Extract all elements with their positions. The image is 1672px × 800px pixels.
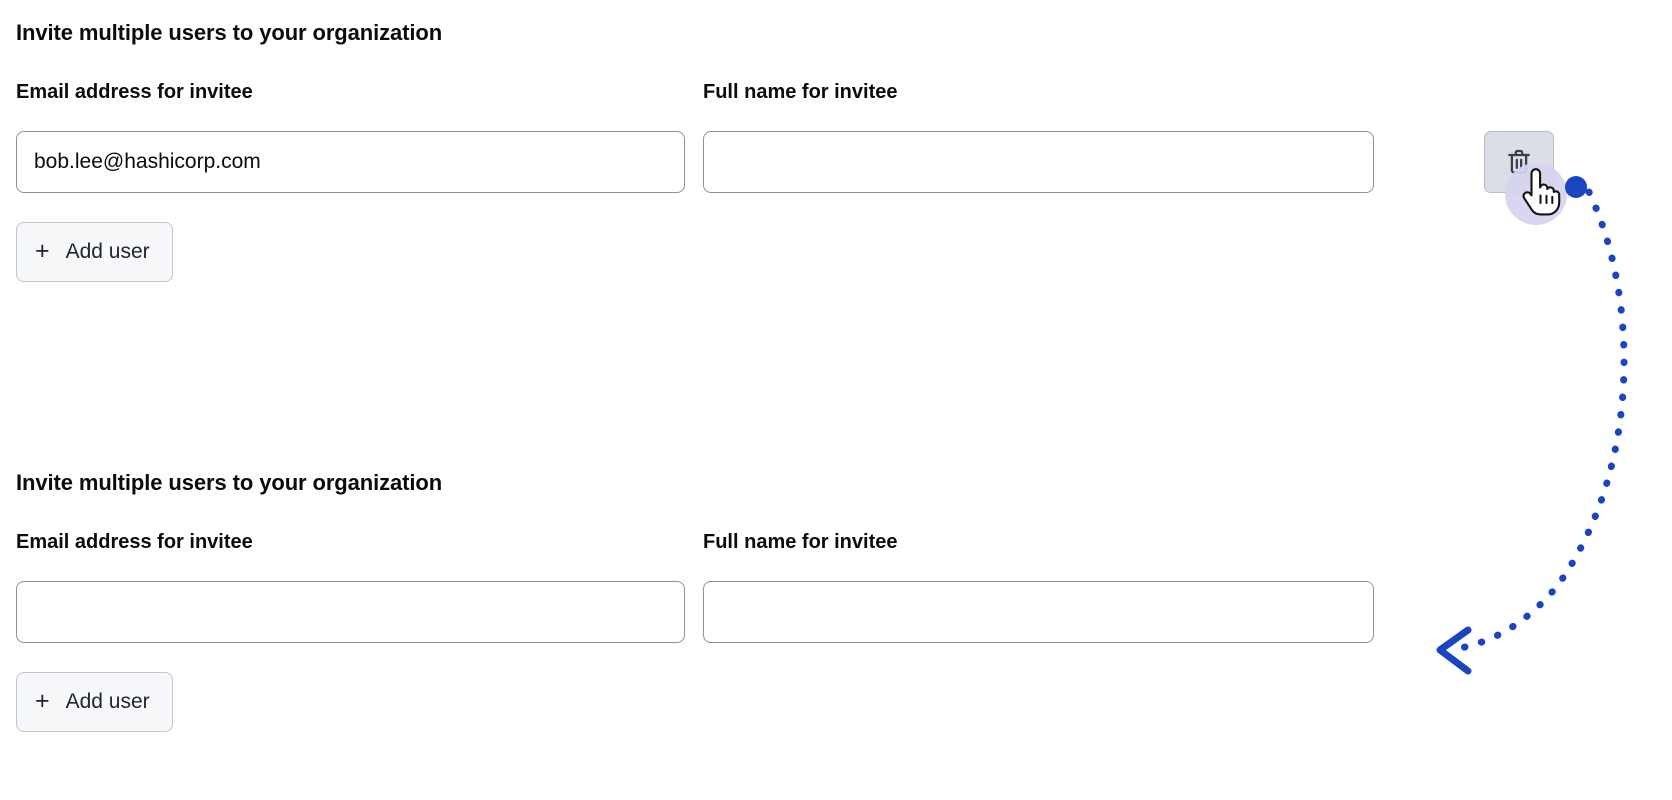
add-user-button-secondary[interactable]: + Add user	[16, 672, 173, 732]
add-user-label: Add user	[65, 240, 150, 263]
fullname-field-label-secondary: Full name for invitee	[703, 531, 898, 553]
trash-icon	[1506, 148, 1532, 176]
delete-row-button[interactable]	[1484, 131, 1554, 193]
fullname-field-label: Full name for invitee	[703, 81, 898, 103]
page-title-secondary: Invite multiple users to your organizati…	[16, 470, 443, 495]
plus-icon: +	[35, 236, 50, 265]
fullname-input[interactable]	[703, 131, 1374, 193]
plus-icon: +	[35, 686, 50, 715]
email-field-label-secondary: Email address for invitee	[16, 531, 253, 553]
email-input-secondary[interactable]	[16, 581, 685, 643]
page-title: Invite multiple users to your organizati…	[16, 20, 443, 45]
add-user-button[interactable]: + Add user	[16, 222, 173, 282]
email-field-label: Email address for invitee	[16, 81, 253, 103]
email-input[interactable]	[16, 131, 685, 193]
click-dot-marker	[1565, 176, 1587, 198]
fullname-input-secondary[interactable]	[703, 581, 1374, 643]
add-user-label: Add user	[65, 690, 150, 713]
